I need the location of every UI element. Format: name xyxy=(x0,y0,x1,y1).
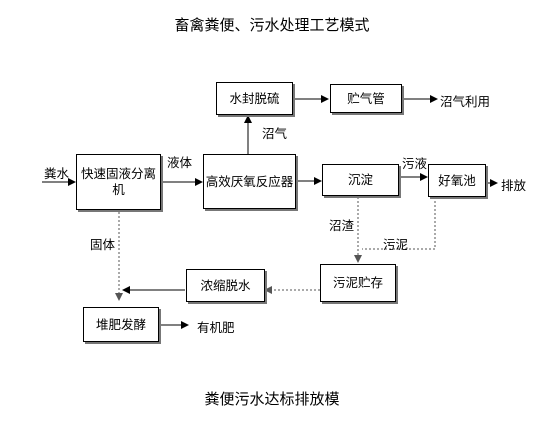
label-fertilizer: 有机肥 xyxy=(197,320,235,335)
label-discharge: 排放 xyxy=(501,178,527,193)
diagram-caption: 粪便污水达标排放模 xyxy=(204,390,340,408)
arrow-sludge xyxy=(362,197,436,250)
label-biogas: 沼气 xyxy=(262,126,288,141)
node-compost: 堆肥发酵 xyxy=(83,307,159,342)
node-separator: 快速固液分离机 xyxy=(76,154,161,210)
label-residue: 沼渣 xyxy=(329,218,355,233)
node-sludge-store: 污泥贮存 xyxy=(320,264,396,302)
node-desulfur: 水封脱硫 xyxy=(216,82,293,115)
label-wastewater: 污液 xyxy=(402,156,428,171)
node-aerobic: 好氧池 xyxy=(428,164,486,197)
label-input: 粪水 xyxy=(44,166,70,181)
node-dewater: 浓缩脱水 xyxy=(186,269,265,302)
label-biogas-use: 沼气利用 xyxy=(440,94,491,109)
node-reactor: 高效厌氧反应器 xyxy=(203,154,296,209)
node-sediment: 沉淀 xyxy=(322,164,399,196)
label-sludge: 污泥 xyxy=(383,237,409,252)
diagram-title: 畜禽粪便、污水处理工艺模式 xyxy=(174,16,370,34)
node-gas-tank: 贮气管 xyxy=(330,84,402,113)
label-liquid: 液体 xyxy=(167,155,193,170)
label-solid: 固体 xyxy=(90,237,116,252)
